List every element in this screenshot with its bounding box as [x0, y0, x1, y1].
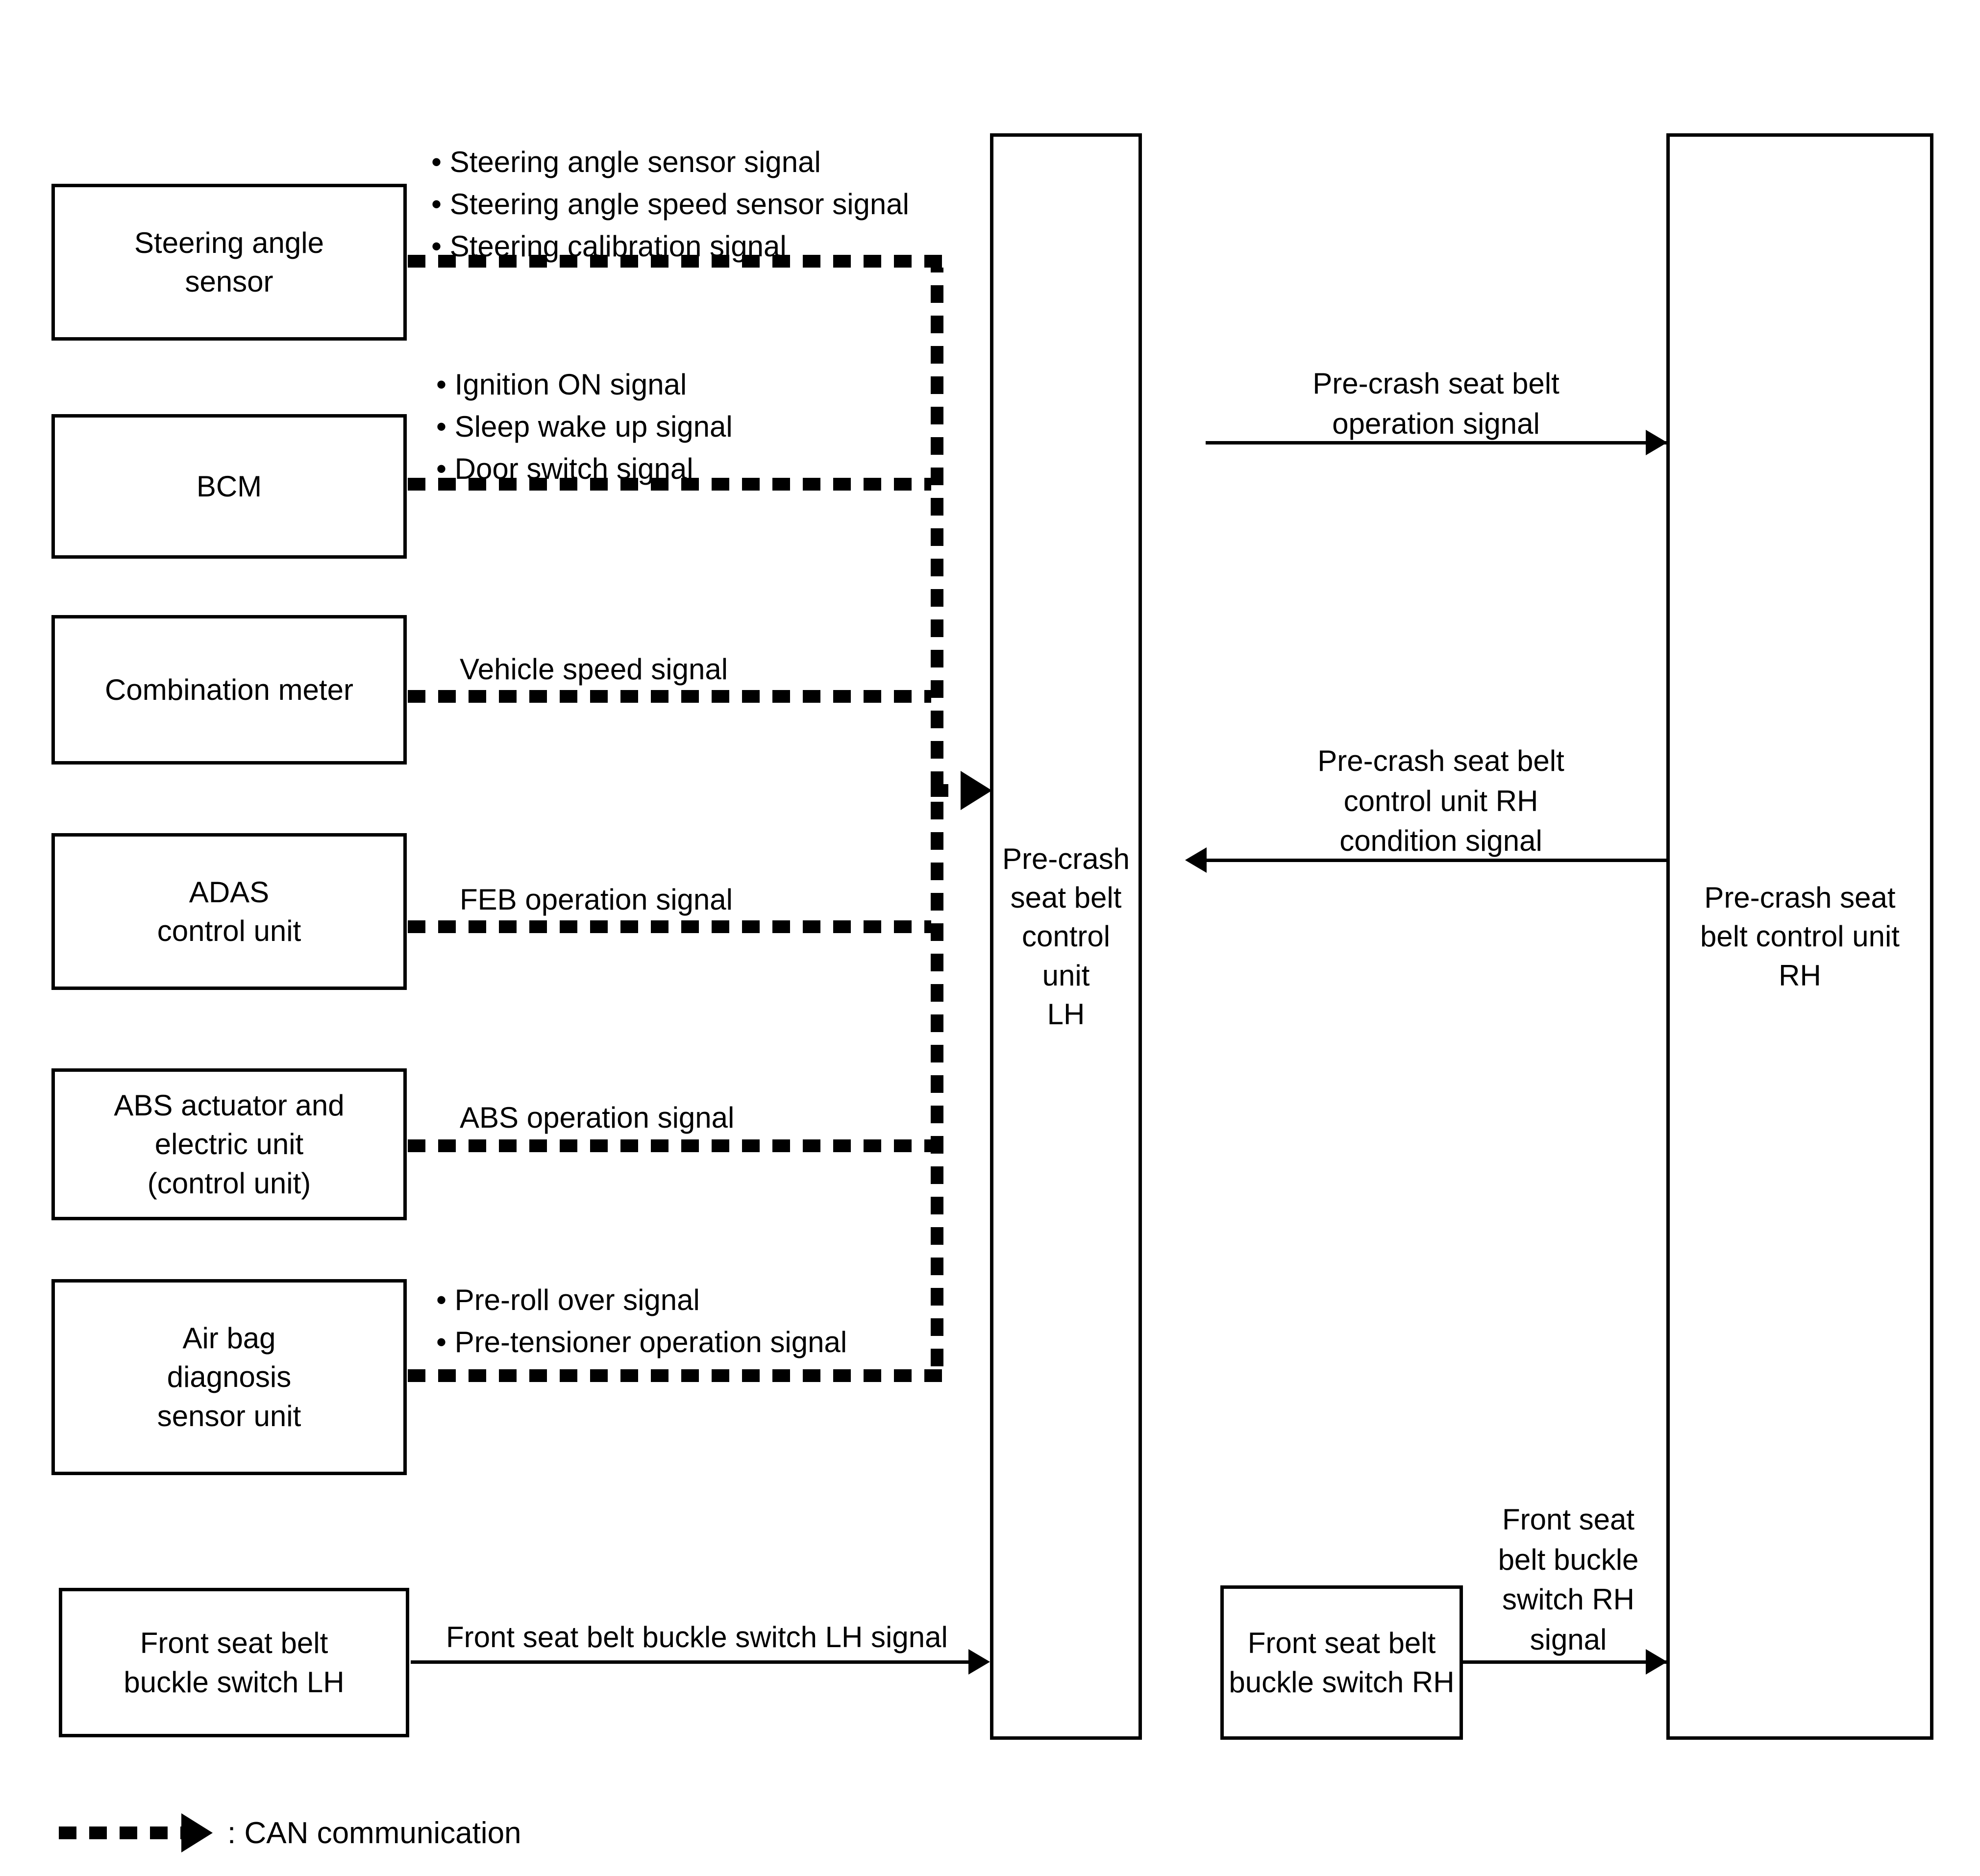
can-branch-air-bag [408, 1369, 943, 1382]
node-combination-meter[interactable]: Combination meter [51, 615, 407, 765]
signal-combination-meter: Vehicle speed signal [460, 653, 728, 686]
can-communication-arrowhead-icon [181, 1813, 213, 1852]
signal-bcm-2: • Sleep wake up signal [436, 410, 733, 443]
signal-steering-1: • Steering angle sensor signal [431, 146, 821, 178]
node-combination-meter-label: Combination meter [105, 673, 353, 706]
line-lh-to-rh-operation [1206, 441, 1666, 444]
signal-air-bag-2: • Pre-tensioner operation signal [436, 1325, 847, 1358]
arrowhead-buckle-rh-to-rh-unit [1646, 1649, 1667, 1675]
line-rh-to-lh-condition [1206, 859, 1666, 862]
signal-steering-2: • Steering angle speed sensor signal [431, 187, 909, 221]
signal-air-bag-1: • Pre-roll over signal [436, 1284, 700, 1316]
can-branch-steering-angle-sensor [408, 255, 943, 268]
signal-adas-feb: FEB operation signal [460, 883, 733, 916]
node-bcm[interactable]: BCM [51, 414, 407, 559]
can-bus-trunk [931, 255, 943, 1382]
legend-label: : CAN communication [227, 1816, 521, 1850]
can-branch-combination-meter [408, 690, 931, 703]
signal-abs-operation: ABS operation signal [460, 1101, 735, 1134]
node-bcm-label: BCM [196, 469, 262, 503]
can-bus-arrowhead-lh-unit [961, 771, 992, 810]
signal-bcm-1: • Ignition ON signal [436, 368, 687, 401]
arrowhead-lh-to-rh-operation [1646, 430, 1667, 455]
signal-list-air-bag: • Pre-roll over signal • Pre-tensioner o… [436, 1279, 847, 1363]
line-buckle-rh-to-rh-unit [1463, 1660, 1666, 1664]
signal-bcm-3: • Door switch signal [436, 452, 693, 485]
signal-list-bcm: • Ignition ON signal • Sleep wake up sig… [436, 364, 733, 490]
can-branch-adas [408, 920, 931, 933]
can-branch-bcm [408, 478, 931, 491]
line-buckle-lh-to-lh-unit [411, 1660, 969, 1664]
signal-list-steering: • Steering angle sensor signal • Steerin… [431, 141, 909, 267]
can-communication-arrow-icon [59, 1827, 181, 1839]
legend-can-communication: : CAN communication [59, 1813, 521, 1852]
can-branch-abs [408, 1139, 931, 1152]
arrowhead-buckle-lh-to-lh-unit [968, 1649, 990, 1675]
signal-buckle-lh: Front seat belt buckle switch LH signal [446, 1621, 948, 1654]
signal-steering-3: • Steering calibration signal [431, 229, 787, 263]
arrowhead-rh-to-lh-condition [1185, 847, 1207, 873]
